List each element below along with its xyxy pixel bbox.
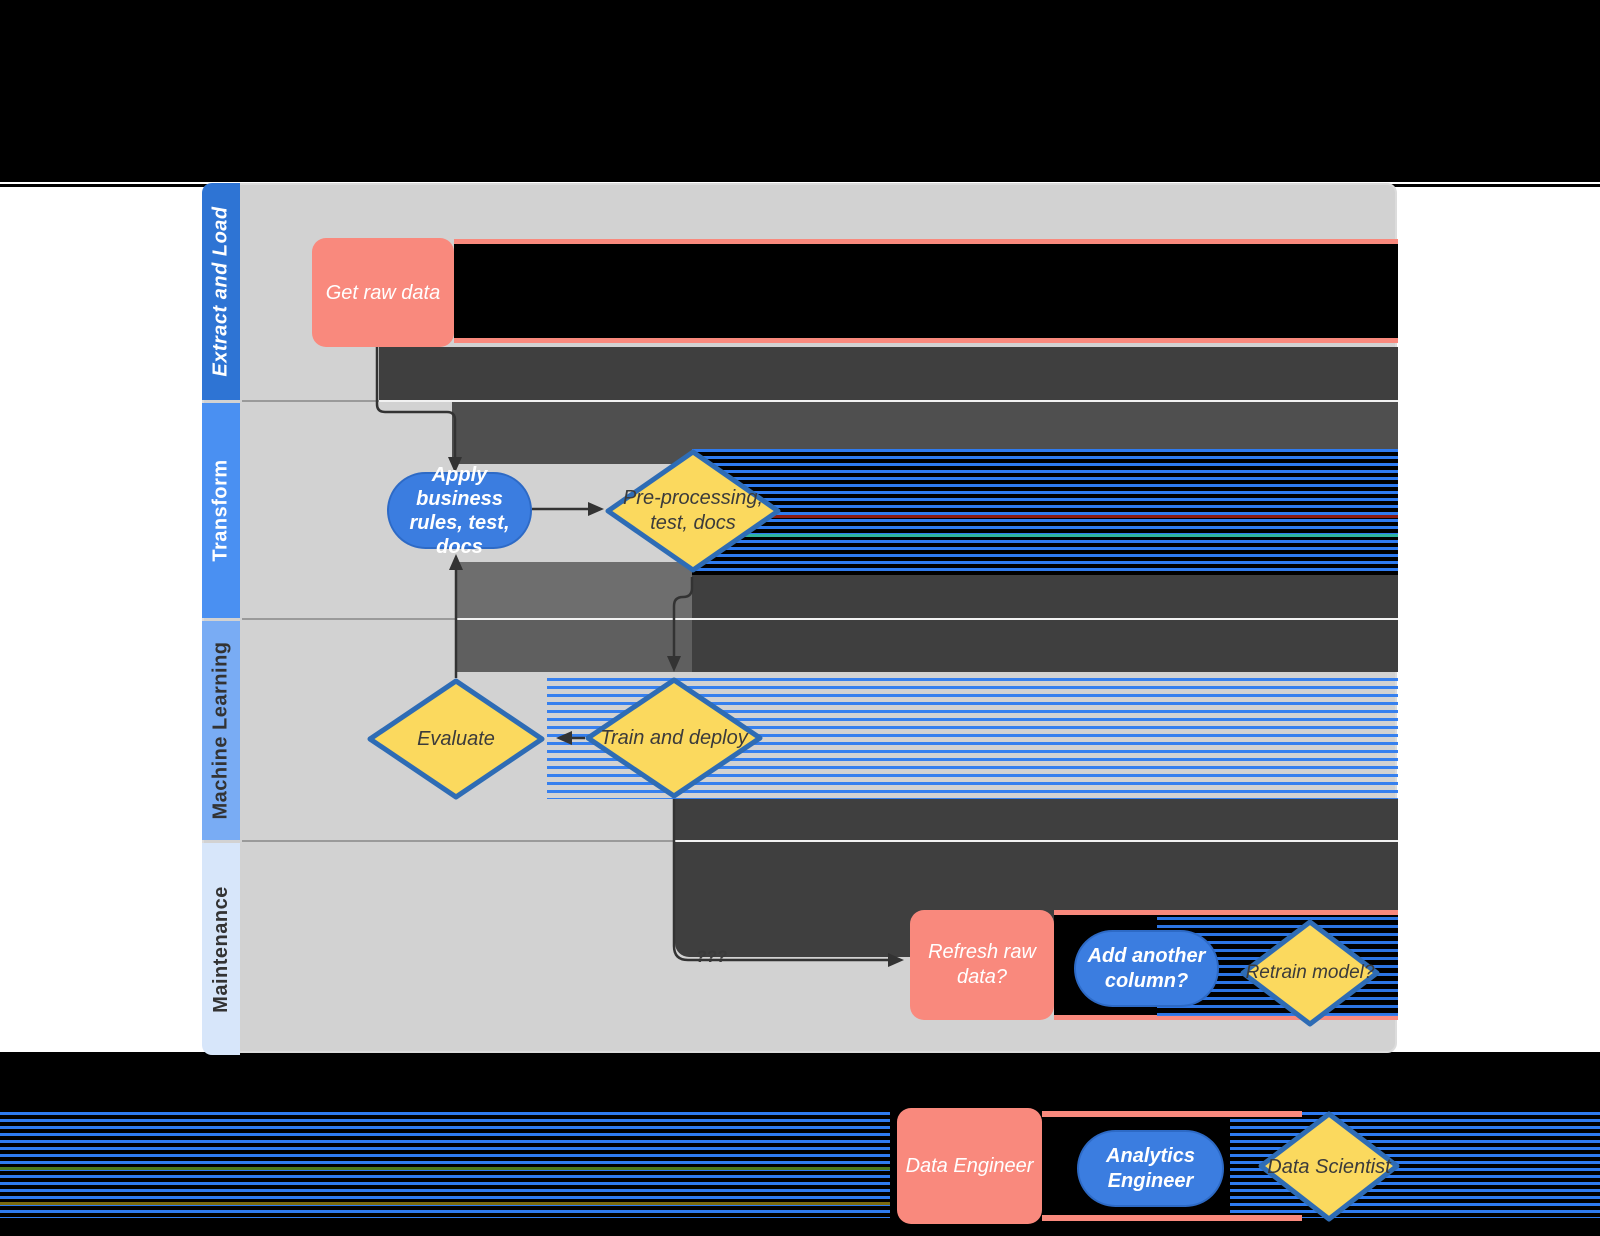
glitch-gray-rect (457, 620, 692, 672)
glitch-gray-rect (457, 562, 692, 618)
glitch-row-green (0, 1167, 890, 1170)
arrowhead-right (888, 953, 904, 967)
legend-data-scientist[interactable]: Data Scientist (1257, 1110, 1401, 1223)
node-retrain-model[interactable]: Retrain model? (1239, 918, 1381, 1028)
arrowhead-up (449, 554, 463, 570)
arrowhead-left (556, 731, 572, 745)
node-apply-business-rules[interactable]: Apply business rules, test, docs (387, 464, 532, 558)
glitch-salmon-smear (454, 338, 1398, 343)
lane-boundary (379, 400, 1398, 402)
connector-train-to-refresh (672, 799, 888, 962)
lane-bar-machine-learning[interactable]: Machine Learning (202, 621, 240, 840)
lane-bar-extract-and-load[interactable]: Extract and Load (202, 183, 240, 400)
glitch-row-olive (0, 1202, 890, 1205)
glitch-dark-rect (379, 347, 1398, 400)
node-evaluate[interactable]: Evaluate (366, 677, 546, 801)
connector-getraw-to-apply (375, 347, 457, 458)
lane-boundary (242, 400, 379, 402)
decision-diamond-shape (585, 677, 763, 799)
decision-diamond-shape (1258, 1111, 1400, 1222)
glitch-dark-rect (692, 575, 1398, 618)
node-get-raw-data[interactable]: Get raw data (312, 238, 454, 347)
glitch-salmon-smear (454, 239, 1398, 244)
glitch-streaks (0, 1112, 890, 1218)
glitch-dark-rect (692, 620, 1398, 672)
connector-preprocessing-to-train (672, 577, 694, 656)
lane-bar-transform[interactable]: Transform (202, 403, 240, 618)
glitch-dark-rect (674, 799, 1398, 840)
glitch-row-teal (692, 534, 1398, 537)
decision-diamond-shape (367, 678, 545, 800)
glitch-salmon-smear (1054, 910, 1398, 915)
node-train-and-deploy[interactable]: Train and deploy (584, 676, 764, 800)
legend-data-engineer[interactable]: Data Engineer (897, 1108, 1042, 1224)
lane-boundary (457, 618, 1398, 620)
glitch-streaks (692, 449, 1398, 575)
lane-bar-maintenance[interactable]: Maintenance (202, 843, 240, 1055)
lane-boundary (242, 840, 674, 842)
node-refresh-raw-data[interactable]: Refresh raw data? (910, 910, 1054, 1020)
node-pre-processing[interactable]: Pre-processing, test, docs (604, 448, 782, 574)
glitch-black-rect-lane1 (454, 239, 1398, 343)
connector-label: ??? (696, 947, 728, 966)
node-add-another-column[interactable]: Add another column? (1074, 930, 1219, 1007)
arrowhead-down (667, 656, 681, 672)
lane-boundary (674, 840, 1398, 842)
swimlane-diagram: Extract and Load Transform Machine Learn… (202, 183, 1398, 1055)
arrowhead-down (448, 457, 462, 473)
connector-lines (375, 347, 904, 967)
glitch-salmon-smear (1042, 1215, 1302, 1221)
glitch-salmon-smear (1042, 1111, 1302, 1117)
decision-diamond-shape (1240, 919, 1380, 1027)
arrowhead-right (588, 502, 604, 516)
decision-diamond-shape (605, 449, 781, 573)
glitch-row-red (692, 515, 1398, 518)
legend-analytics-engineer[interactable]: Analytics Engineer (1077, 1130, 1224, 1207)
lane-boundary (242, 618, 457, 620)
